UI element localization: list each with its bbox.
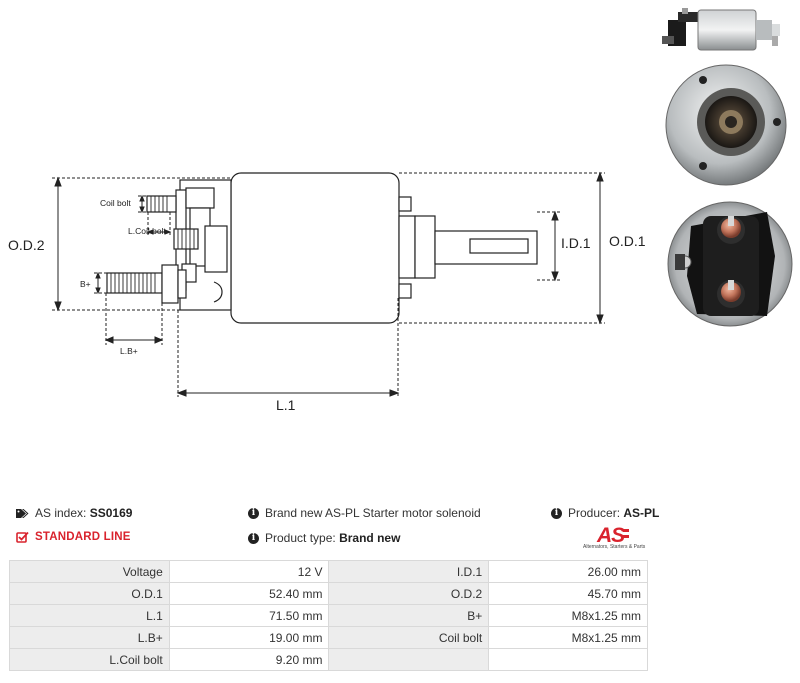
solenoid-side-photo bbox=[662, 8, 780, 51]
spec-label: L.1 bbox=[9, 604, 170, 627]
logo-tagline: Alternators, Starters & Parts bbox=[583, 544, 646, 550]
tag-icon bbox=[16, 508, 29, 518]
table-row: Voltage 12 V I.D.1 26.00 mm bbox=[9, 560, 648, 583]
spec-label: L.B+ bbox=[9, 626, 170, 649]
check-square-icon bbox=[16, 531, 29, 543]
spec-label: I.D.1 bbox=[328, 560, 490, 583]
coil-bolt-label: Coil bolt bbox=[100, 198, 131, 208]
solenoid-front-photo bbox=[665, 64, 787, 186]
as-logo-mark: AS bbox=[596, 524, 629, 545]
spec-label: O.D.1 bbox=[9, 582, 170, 605]
table-row: L.Coil bolt 9.20 mm bbox=[9, 648, 648, 671]
as-index-value: SS0169 bbox=[89, 506, 133, 520]
spec-label bbox=[328, 648, 490, 671]
od1-label: O.D.1 bbox=[609, 233, 646, 249]
as-pl-logo: AS Alternators, Starters & Parts bbox=[583, 523, 651, 551]
l-coil-bolt-label: L.Coil bolt bbox=[128, 226, 166, 236]
table-row: O.D.1 52.40 mm O.D.2 45.70 mm bbox=[9, 582, 648, 605]
info-icon: i bbox=[248, 532, 259, 544]
solenoid-technical-drawing: O.D.2 O.D.1 I.D.1 L.1 Coil bolt L.Coil b… bbox=[8, 171, 646, 413]
table-row: L.B+ 19.00 mm Coil bolt M8x1.25 mm bbox=[9, 626, 648, 649]
spec-value: 26.00 mm bbox=[488, 560, 648, 583]
spec-value: 12 V bbox=[168, 560, 330, 583]
product-type-value: Brand new bbox=[339, 531, 401, 545]
description-text: Brand new AS-PL Starter motor solenoid bbox=[265, 506, 481, 520]
spec-label: O.D.2 bbox=[328, 582, 490, 605]
product-type-row: i Product type: Brand new bbox=[248, 531, 400, 545]
lb-plus-label: L.B+ bbox=[120, 346, 138, 356]
coil-bolt bbox=[146, 195, 199, 250]
spec-value: 71.50 mm bbox=[168, 604, 330, 627]
spec-value: 9.20 mm bbox=[168, 648, 330, 671]
standard-line-label: STANDARD LINE bbox=[35, 531, 131, 543]
standard-line-row: STANDARD LINE bbox=[16, 531, 131, 543]
as-index-label: AS index: bbox=[35, 506, 87, 520]
spec-value: 19.00 mm bbox=[168, 626, 330, 649]
l1-label: L.1 bbox=[276, 397, 296, 413]
info-icon: i bbox=[248, 507, 259, 519]
spec-value: 52.40 mm bbox=[168, 582, 330, 605]
spec-label: Voltage bbox=[9, 560, 170, 583]
description-row: i Brand new AS-PL Starter motor solenoid bbox=[248, 506, 481, 520]
b-plus-label: B+ bbox=[80, 279, 91, 289]
svg-text:AS: AS bbox=[596, 524, 625, 545]
od2-label: O.D.2 bbox=[8, 237, 45, 253]
spec-value bbox=[488, 648, 648, 671]
info-icon: i bbox=[551, 507, 562, 519]
solenoid-body bbox=[230, 172, 400, 324]
product-type-label: Product type: bbox=[265, 531, 336, 545]
spec-value: M8x1.25 mm bbox=[488, 604, 648, 627]
producer-row: i Producer: AS-PL bbox=[551, 506, 659, 520]
id1-label: I.D.1 bbox=[561, 235, 591, 251]
spec-value: 45.70 mm bbox=[488, 582, 648, 605]
plunger-slot bbox=[469, 238, 529, 254]
b-plus-bolt bbox=[106, 264, 187, 304]
solenoid-terminal-photo bbox=[667, 201, 793, 327]
spec-label: B+ bbox=[328, 604, 490, 627]
as-index-row: AS index: SS0169 bbox=[16, 506, 132, 520]
specifications-table: Voltage 12 V I.D.1 26.00 mm O.D.1 52.40 … bbox=[9, 560, 648, 671]
producer-value: AS-PL bbox=[623, 506, 660, 520]
plunger-housing bbox=[398, 215, 416, 279]
spec-value: M8x1.25 mm bbox=[488, 626, 648, 649]
table-row: L.1 71.50 mm B+ M8x1.25 mm bbox=[9, 604, 648, 627]
spec-label: Coil bolt bbox=[328, 626, 490, 649]
spec-label: L.Coil bolt bbox=[9, 648, 170, 671]
producer-label: Producer: bbox=[568, 506, 621, 520]
